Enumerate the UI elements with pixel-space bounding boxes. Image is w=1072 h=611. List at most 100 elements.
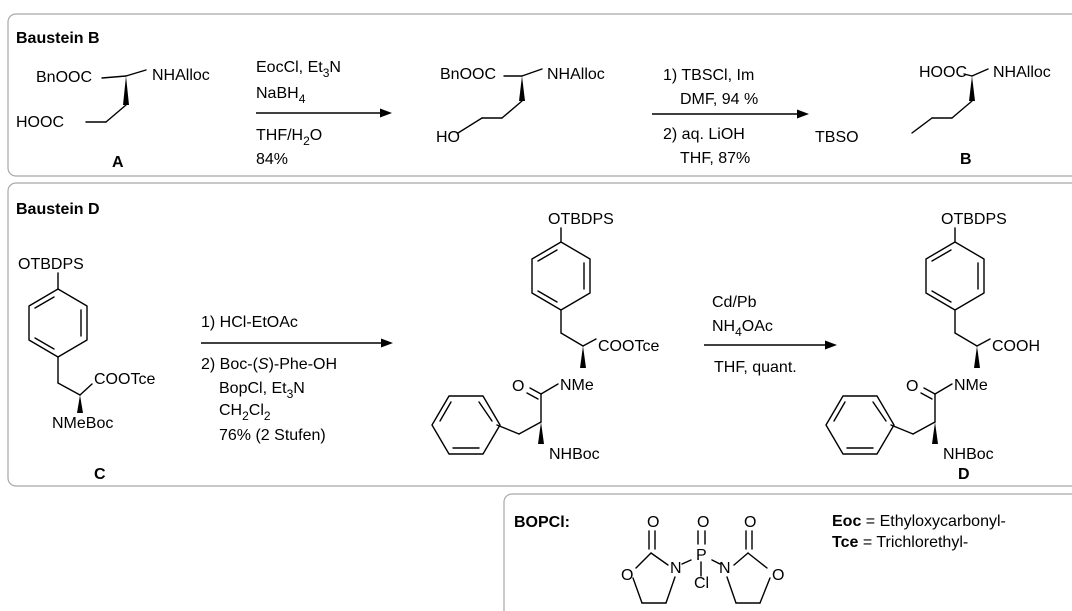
b-compound-label: B [960,151,972,168]
alc-bond [457,117,483,134]
alc-bond [521,68,543,77]
bop-bond [726,576,737,604]
d-co-bond [920,392,933,400]
d-cooh-label: COOH [992,338,1040,355]
compound-b: HOOC NHAlloc TBSO B [815,64,1051,168]
d-nme-label: NMe [954,377,988,394]
dip-phe-ring [431,395,501,455]
bop-atom-o: O [772,567,784,584]
panel-d-title: Baustein D [16,201,100,218]
b-bond [951,100,973,119]
compound-a: BnOOC NHAlloc HOOC A [16,67,210,171]
arrowhead-step-b1 [380,108,392,118]
bop-bond [650,552,669,566]
arrowhead-step-d2 [825,340,837,350]
b-hooc-label: HOOC [919,64,967,81]
bop-atom-n: N [670,560,682,577]
d-bond [890,424,914,435]
dip-stereo-wedge [580,346,586,368]
step-d2-line3: THF, quant. [714,359,797,376]
b-nhalloc-label: NHAlloc [993,64,1051,81]
c-cootce-label: COOTce [94,371,155,388]
bop-bond [632,577,643,604]
bop-bond [733,552,749,566]
a-bond [125,69,147,77]
dip-bond [560,332,584,347]
step-d2-line1: Cd/Pb [712,294,757,311]
bop-atom-o: O [621,567,633,584]
bopcl-label: BOPCl: [514,514,570,531]
step-b2-line2: DMF, 94 % [680,91,758,108]
step-d1-line2: 2) Boc-(S)-Phe-OH [201,356,337,373]
step-b2-conditions: 1) TBSCl, Im DMF, 94 % 2) aq. LiOH THF, … [663,67,758,167]
a-bond [105,104,127,123]
c-stereo-wedge [77,395,83,413]
bop-bond [665,576,676,604]
alc-stereo-wedge [519,76,525,101]
step-b1-line4: 84% [256,151,288,168]
b-tbso-label: TBSO [815,129,859,146]
dip-bond [540,383,559,395]
arrowhead-step-b2 [797,109,809,119]
bop-atom-o: O [744,514,756,531]
c-compound-label: C [94,466,106,483]
d-tyr-ring [925,241,985,311]
dip-otbdps-label: OTBDPS [548,211,614,228]
a-hooc-label: HOOC [16,114,64,131]
dip-o-label: O [512,378,524,395]
c-bond [57,382,81,396]
a-compound-label: A [112,154,124,171]
step-b1-line2: NaBH4 [256,85,306,106]
bop-atom-p: P [696,547,707,564]
bop-bond [747,552,768,569]
step-d1-line3: BopCl, Et3N [219,380,305,401]
step-d1-conditions: 1) HCl-EtOAc 2) Boc-(S)-Phe-OH BopCl, Et… [201,314,337,444]
panel-b-title: Baustein B [16,30,100,47]
legend-frame [503,493,1072,611]
panel-b-frame [7,13,1072,177]
step-d1-line1: 1) HCl-EtOAc [201,314,298,331]
b-bond [971,68,989,77]
b-bond [963,73,973,77]
bop-bond [759,577,771,604]
step-d1-line5: 76% (2 Stufen) [219,427,326,444]
bop-atom-cl: Cl [694,575,709,592]
bop-atom-n: N [719,560,731,577]
legend-tce: Tce = Trichlorethyl- [832,534,968,551]
compound-dipeptide: OTBDPS COOTce NMe O NHBoc [431,211,659,463]
dip-bond [496,424,520,435]
bop-atom-o: O [697,514,709,531]
dip-stereo-wedge-2 [538,422,544,444]
step-b2-line4: THF, 87% [680,150,750,167]
d-otbdps-label: OTBDPS [941,211,1007,228]
a-stereo-wedge [123,76,129,105]
bop-bond [681,559,692,565]
dip-cootce-label: COOTce [598,338,659,355]
dip-nme-label: NMe [560,377,594,394]
dip-co-bond [526,392,539,400]
d-bond [976,338,991,347]
bop-bond [711,559,721,565]
compound-d: OTBDPS COOH NMe O NHBoc D [825,211,1040,483]
d-bond [954,332,978,347]
alc-nhalloc-label: NHAlloc [547,66,605,83]
c-otbdps-label: OTBDPS [18,256,84,273]
step-d2-line2: NH4OAc [712,318,773,339]
legend-eoc: Eoc = Ethyloxycarbonyl- [832,513,1006,530]
step-b1-line3: THF/H2O [256,127,322,148]
a-bnooc-label: BnOOC [36,69,92,86]
dip-bond [518,421,542,435]
d-compound-label: D [958,466,970,483]
c-phenyl-ring [28,288,88,358]
step-b1-line1: EocCl, Et3N [256,59,341,80]
d-stereo-wedge [974,346,980,368]
d-co-bond [923,387,936,395]
d-nhboc-label: NHBoc [943,446,994,463]
dip-bond [582,338,597,347]
step-d2-conditions: Cd/Pb NH4OAc THF, quant. [712,294,797,376]
dip-co-bond [529,387,542,395]
alc-bond [501,100,523,119]
c-nmeboc-label: NMeBoc [52,415,113,432]
d-o-label: O [906,378,918,395]
